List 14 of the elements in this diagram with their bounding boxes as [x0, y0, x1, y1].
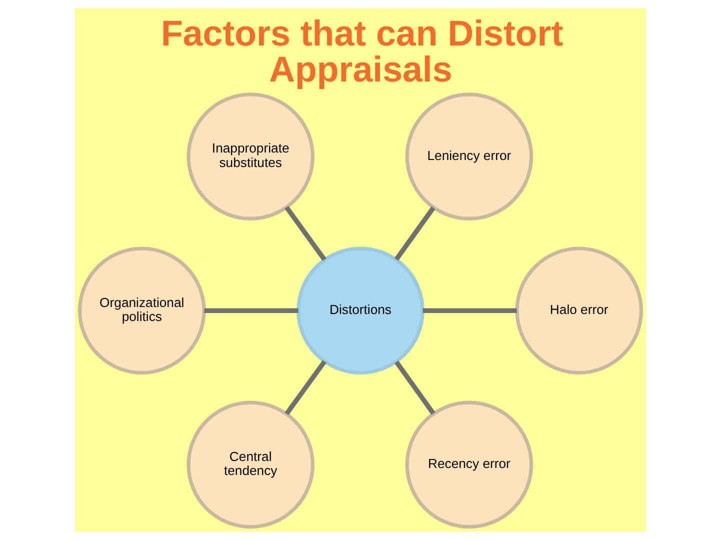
node-circle: Recency error	[404, 400, 533, 529]
connector	[284, 206, 326, 262]
node-circle: Inappropriate substitutes	[186, 92, 314, 220]
connector	[204, 308, 298, 313]
diagram-title: Factors that can Distort Appraisals	[160, 13, 563, 90]
node-circle: Leniency error	[404, 92, 533, 220]
node-circle: Distortions	[296, 246, 424, 375]
node-circle: Organizational politics	[77, 246, 206, 375]
connector	[394, 206, 435, 261]
connector	[394, 360, 435, 415]
connector	[284, 360, 326, 416]
node-circle: Central tendency	[186, 400, 314, 529]
connector	[422, 308, 516, 313]
node-circle: Halo error	[514, 246, 643, 375]
